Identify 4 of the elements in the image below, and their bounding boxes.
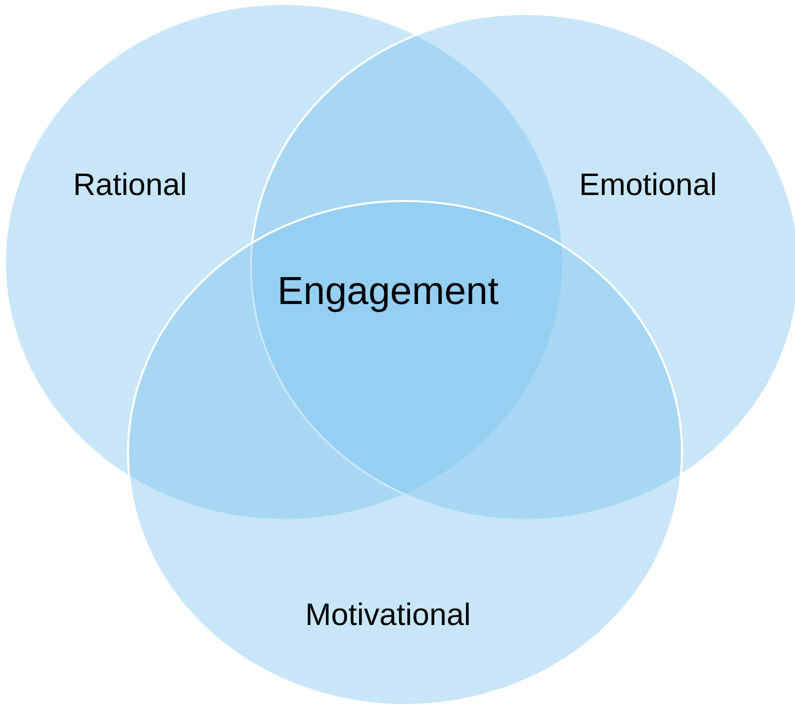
circle-label: Emotional xyxy=(579,167,717,203)
center-label: Engagement xyxy=(277,270,499,314)
circle-label: Rational xyxy=(73,167,187,203)
circle-label: Motivational xyxy=(305,597,471,633)
